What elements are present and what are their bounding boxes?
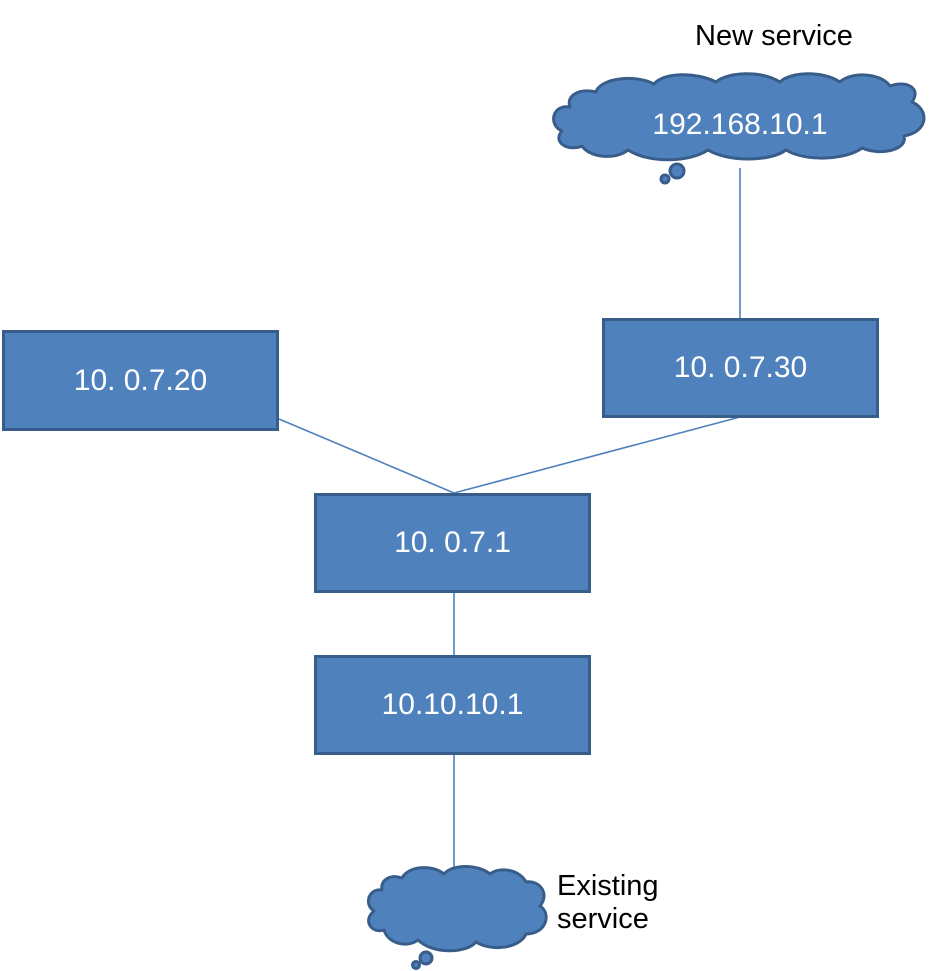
gateway-10-0-7-1-label: 10. 0.7.1: [394, 526, 511, 559]
host-10-0-7-20[interactable]: 10. 0.7.20: [2, 330, 279, 431]
cloud-new-service: [552, 72, 926, 185]
gateway-10-0-7-1[interactable]: 10. 0.7.1: [314, 493, 591, 593]
host-10-0-7-20-label: 10. 0.7.20: [73, 363, 208, 397]
connectors: [278, 168, 741, 878]
existing-service-label-line1: Existing: [557, 870, 659, 902]
host-10-0-7-30-label: 10. 0.7.30: [673, 351, 808, 384]
cloud-new-service-address: 192.168.10.1: [652, 108, 828, 141]
cloud-existing-service: [366, 865, 548, 970]
host-10-0-7-30[interactable]: 10. 0.7.30: [602, 318, 879, 418]
link-host-20-to-gateway: [278, 418, 455, 494]
new-service-label: New service: [695, 20, 853, 52]
existing-service-label: Existing service: [557, 870, 659, 937]
router-10-10-10-1-label: 10.10.10.1: [381, 688, 524, 721]
link-host-30-to-gateway: [453, 416, 741, 494]
existing-service-label-line2: service: [557, 903, 649, 936]
router-10-10-10-1[interactable]: 10.10.10.1: [314, 655, 591, 755]
